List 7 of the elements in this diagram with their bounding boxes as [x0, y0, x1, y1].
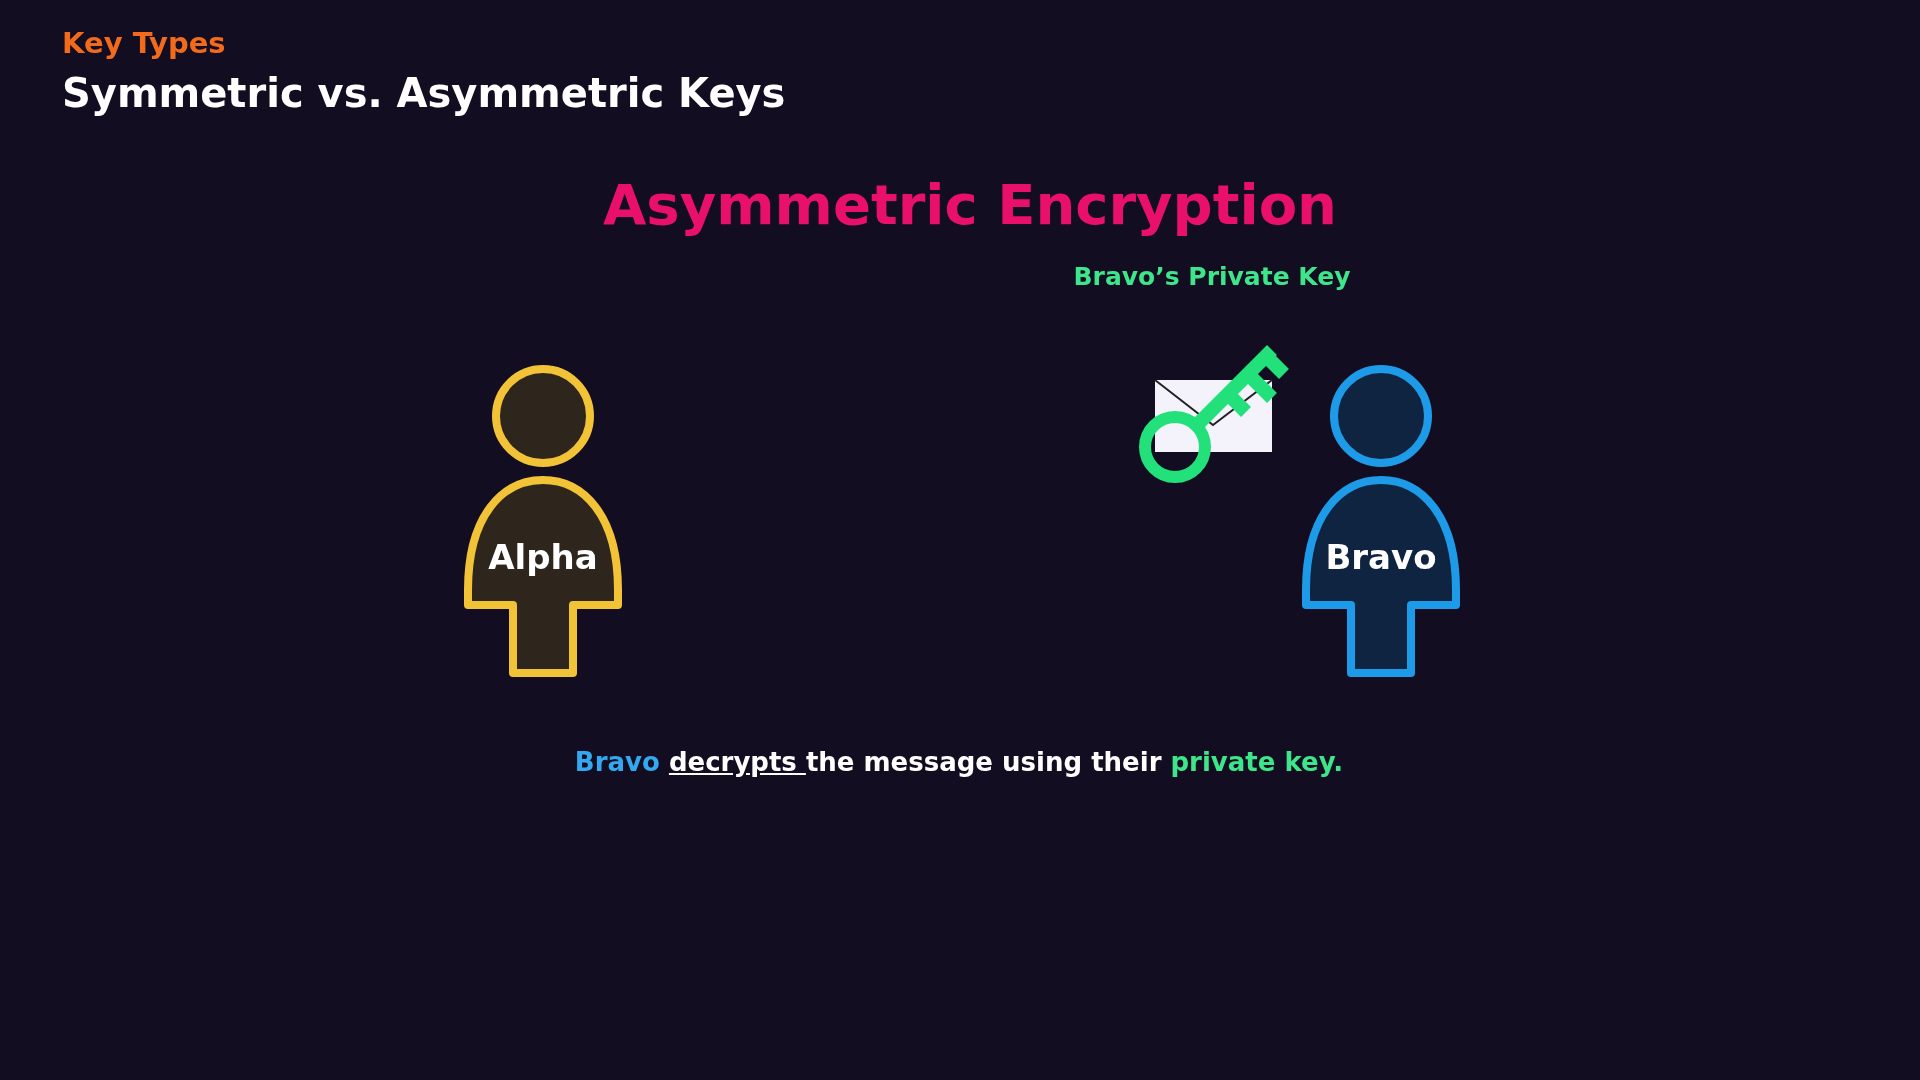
key-label: Bravo’s Private Key — [1072, 262, 1352, 291]
slide-title: Symmetric vs. Asymmetric Keys — [62, 70, 786, 116]
person-name: Bravo — [1324, 537, 1438, 577]
person-name: Alpha — [487, 537, 599, 577]
section-heading: Asymmetric Encryption — [602, 172, 1338, 237]
caption-sentence: Bravo decrypts the message using their private key. — [573, 747, 1345, 777]
subtitle: Key Types — [62, 26, 226, 60]
